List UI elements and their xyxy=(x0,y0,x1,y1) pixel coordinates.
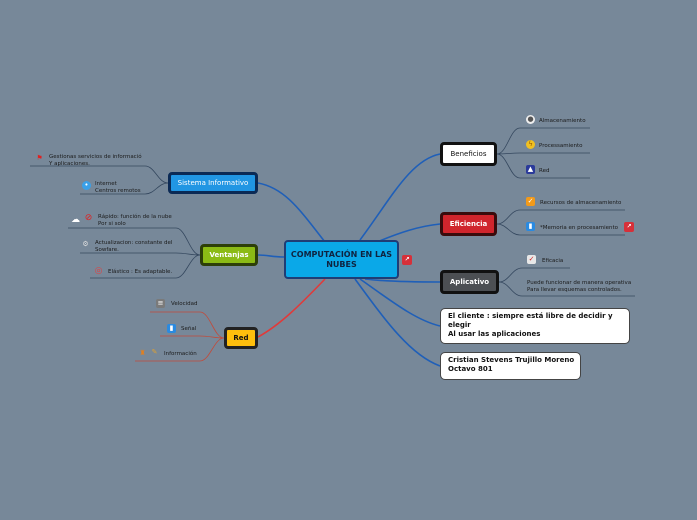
leaf-recursos[interactable]: Recursos de almacenamiento xyxy=(540,200,622,206)
link-red xyxy=(257,278,326,338)
topic-ventajas[interactable]: Ventanjas xyxy=(200,244,258,266)
lightning-icon: ϟ xyxy=(526,140,535,149)
central-topic[interactable]: COMPUTACIÓN EN LAS NUBES xyxy=(284,240,399,279)
leaf-informacion[interactable]: Información xyxy=(164,351,197,357)
leaf-funcionar[interactable]: Puede funcionar de manera operativa Para… xyxy=(527,280,632,293)
leaf-memoria[interactable]: *Memoria en procesamiento xyxy=(540,225,619,231)
cloud-icon: ☁ xyxy=(71,215,80,225)
link-sistema xyxy=(257,182,326,243)
no-entry-icon: ⊘ xyxy=(84,213,93,223)
topic-sistema-label: Sistema Informativo xyxy=(177,179,249,187)
water-drop-icon: • xyxy=(82,181,91,190)
picture-icon: ▲ xyxy=(526,165,535,174)
link-badge-icon[interactable]: ↗ xyxy=(402,255,412,265)
gear-icon: ⚙ xyxy=(82,240,89,248)
central-topic-label: COMPUTACIÓN EN LAS NUBES xyxy=(290,249,393,269)
stack-icon: ≡ xyxy=(156,299,165,308)
leaf-internet[interactable]: Internet Centros remotos xyxy=(95,181,141,194)
check-icon: ✓ xyxy=(527,255,536,264)
leaf-gestionas[interactable]: Gestionas servicios de informació Y apli… xyxy=(49,154,142,167)
check-icon: ✓ xyxy=(526,197,535,206)
note-cliente[interactable]: El cliente : siempre está libre de decid… xyxy=(440,308,630,344)
topic-aplicativo[interactable]: Aplicativo xyxy=(440,270,499,294)
link-beneficios xyxy=(359,153,441,241)
disc-icon: ● xyxy=(526,115,535,124)
topic-ventajas-label: Ventanjas xyxy=(209,251,249,259)
bottle-icon: ♜ xyxy=(139,349,146,357)
link-ventajas xyxy=(257,254,285,258)
leaf-almacenamiento[interactable]: Almacenamiento xyxy=(539,118,586,124)
link-badge-icon[interactable]: ↗ xyxy=(624,222,634,232)
leaf-processamiento[interactable]: Processamiento xyxy=(539,143,583,149)
topic-eficiencia[interactable]: Eficiencia xyxy=(440,212,497,236)
red-flag-icon: ⚑ xyxy=(36,154,43,162)
link-aplicativo xyxy=(364,278,441,283)
chart-icon: ▮ xyxy=(526,222,535,231)
leaf-eficacia[interactable]: Eficacia xyxy=(542,258,564,264)
lifebuoy-icon: ◎ xyxy=(94,266,103,276)
topic-sistema-informativo[interactable]: Sistema Informativo xyxy=(168,172,258,194)
leaf-senal[interactable]: Señal xyxy=(181,326,197,332)
leaf-red[interactable]: Red xyxy=(539,168,550,174)
leaf-elastico[interactable]: Elástico : Es adaptable. xyxy=(108,269,173,275)
topic-beneficios[interactable]: Beneficios xyxy=(440,142,497,166)
link-cliente xyxy=(359,278,441,327)
leaf-velocidad[interactable]: Velocidad xyxy=(171,301,198,307)
leaf-actualizacion[interactable]: Actualizacion: constante del Sowfare. xyxy=(95,240,173,253)
pencil-icon: ✎ xyxy=(151,348,158,356)
link-autor xyxy=(354,278,441,367)
topic-red-label: Red xyxy=(233,334,249,342)
topic-aplicativo-label: Aplicativo xyxy=(449,278,490,286)
note-autor[interactable]: Cristian Stevens Trujillo Moreno Octavo … xyxy=(440,352,581,380)
leaf-rapido[interactable]: Rápido: función de la nube Por si solo xyxy=(98,214,172,227)
topic-eficiencia-label: Eficiencia xyxy=(449,220,488,228)
signal-icon: ▮ xyxy=(167,324,176,333)
topic-red[interactable]: Red xyxy=(224,327,258,349)
topic-beneficios-label: Beneficios xyxy=(450,150,487,158)
